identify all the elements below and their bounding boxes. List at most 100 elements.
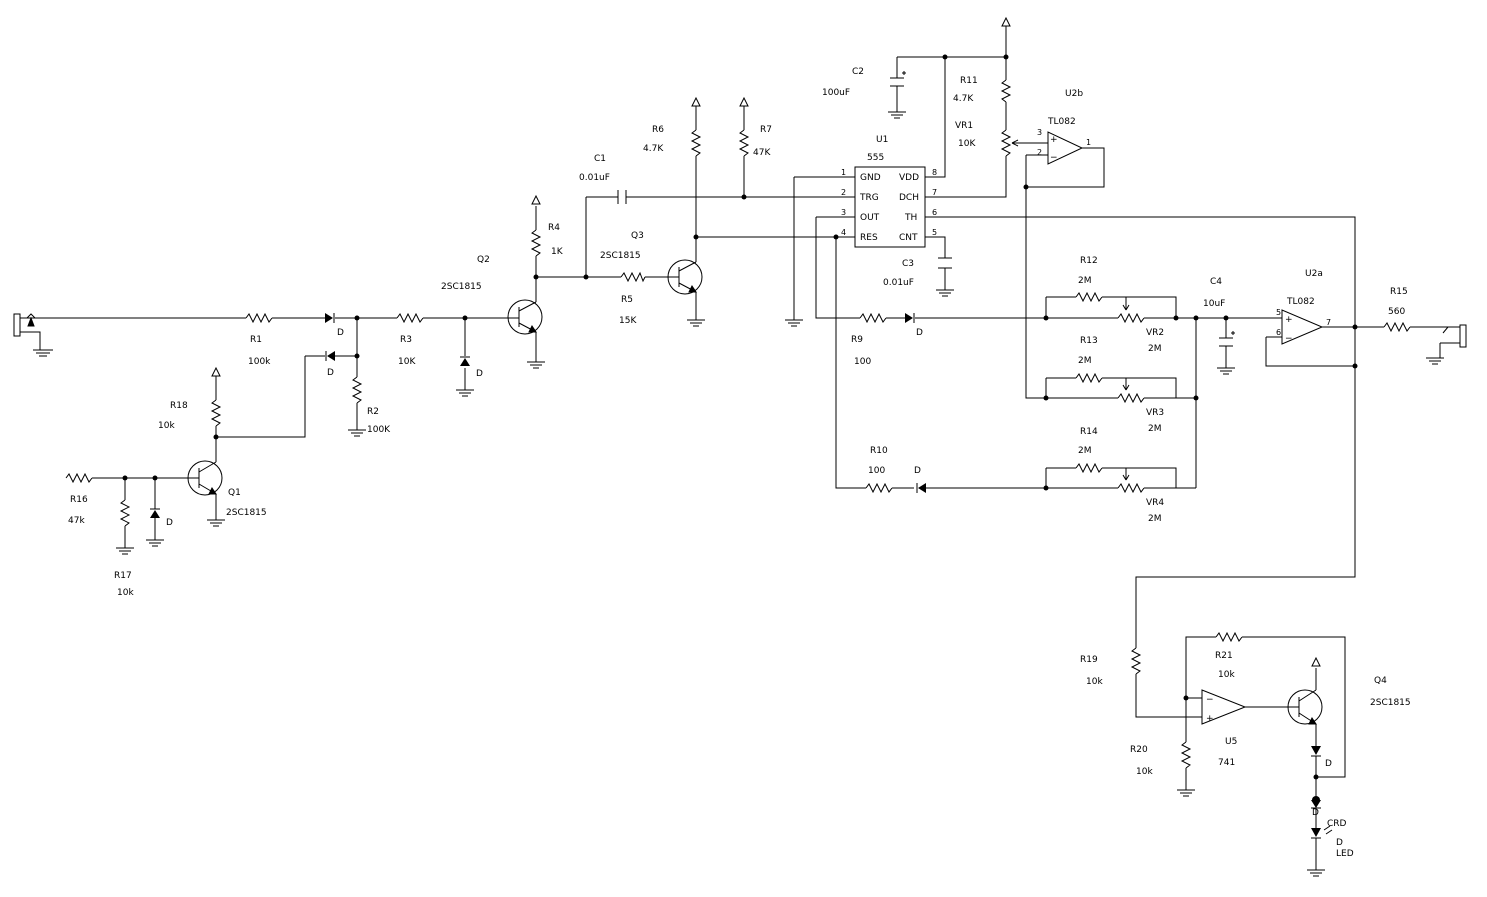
junction-dot	[533, 274, 539, 280]
label-r2-ref: R2	[367, 407, 379, 417]
label-vr2-ref: VR2	[1146, 328, 1164, 338]
diode-d2	[325, 351, 335, 361]
pin-name-cnt: CNT	[899, 233, 918, 243]
resistor-r12	[1075, 291, 1103, 303]
label-r12-value: 2M	[1078, 276, 1092, 286]
label-r7-ref: R7	[760, 125, 772, 135]
resistor-r6	[690, 129, 702, 157]
label-q4-value: 2SC1815	[1370, 698, 1411, 708]
ic-555: GND TRG OUT RES VDD DCH TH CNT 1 2 3 4 8…	[838, 166, 942, 248]
supply-symbols	[211, 16, 1321, 667]
label-u2b-ref: U2b	[1065, 89, 1083, 99]
label-diode-zener1: D	[476, 369, 483, 379]
label-r6-value: 4.7K	[643, 144, 664, 154]
ground-symbol	[527, 361, 545, 369]
vcc-arrow	[739, 96, 749, 107]
vcc-arrow	[211, 366, 221, 377]
resistors	[65, 79, 1411, 769]
junction-dot	[354, 315, 360, 321]
junction-dot	[1193, 315, 1199, 321]
label-vr3-ref: VR3	[1146, 408, 1164, 418]
capacitors	[617, 71, 1235, 347]
label-q4-ref: Q4	[1374, 676, 1387, 686]
label-vr4-ref: VR4	[1146, 498, 1164, 508]
label-r21-value: 10k	[1218, 670, 1235, 680]
junction-dot	[1352, 363, 1358, 369]
pin-name-gnd: GND	[860, 173, 881, 183]
label-vr4-value: 2M	[1148, 514, 1162, 524]
resistor-r18	[210, 399, 222, 427]
svg-text:−: −	[1285, 334, 1293, 344]
svg-text:3: 3	[1037, 128, 1042, 137]
junction-dot	[1223, 315, 1229, 321]
label-r10-value: 100	[868, 466, 885, 476]
resistor-r21	[1215, 631, 1243, 643]
resistor-r2	[351, 376, 363, 404]
ground-symbol	[687, 319, 705, 327]
transistor-q3	[667, 259, 703, 295]
label-q2-ref: Q2	[477, 255, 490, 265]
pin-number-3: 3	[841, 208, 846, 217]
transistor-q2	[506, 299, 543, 335]
label-r20-value: 10k	[1136, 767, 1153, 777]
label-r18-value: 10k	[158, 421, 175, 431]
label-u1-ref: U1	[876, 135, 888, 145]
label-q3-value: 2SC1815	[600, 251, 641, 261]
resistor-r20	[1180, 741, 1192, 769]
label-r21-ref: R21	[1215, 651, 1233, 661]
label-u2a-value: TL082	[1286, 297, 1315, 307]
label-r18-ref: R18	[170, 401, 188, 411]
resistor-r4	[530, 229, 542, 257]
ground-symbol	[936, 289, 954, 297]
ground-symbols	[33, 111, 1444, 877]
label-q1-ref: Q1	[228, 488, 241, 498]
label-r6-ref: R6	[652, 125, 664, 135]
label-r9-ref: R9	[851, 335, 863, 345]
label-r2-value: 100K	[367, 425, 391, 435]
output-jack	[1439, 324, 1467, 358]
junction-dot	[1003, 54, 1009, 60]
ground-symbol	[1217, 367, 1235, 375]
pin-number-6: 6	[932, 208, 937, 217]
resistor-r7	[738, 129, 750, 157]
label-r7-value: 47K	[753, 148, 771, 158]
svg-text:2: 2	[1037, 148, 1042, 157]
capacitor-c2	[890, 77, 904, 87]
label-led: LED	[1336, 849, 1354, 859]
pin-name-dch: DCH	[899, 193, 919, 203]
resistor-r14	[1075, 462, 1103, 474]
label-vr2-value: 2M	[1148, 344, 1162, 354]
diode-d1	[325, 313, 335, 323]
component-labels: R1 100k R3 10K R2 100K R18 10k R16 47k R…	[68, 67, 1411, 859]
label-r13-value: 2M	[1078, 356, 1092, 366]
diode-d4	[916, 483, 926, 493]
svg-text:−: −	[1050, 153, 1058, 163]
label-c4-value: 10uF	[1203, 299, 1225, 309]
pin-number-1: 1	[841, 168, 846, 177]
resistor-r1	[245, 312, 273, 324]
diode-d-zener2	[150, 478, 160, 540]
ground-symbol	[33, 348, 53, 357]
label-r17-ref: R17	[114, 571, 132, 581]
label-r11-value: 4.7K	[953, 94, 974, 104]
junction-dot	[1043, 315, 1049, 321]
opamp-u2a: + − 5 6 7	[1276, 308, 1331, 345]
ground-symbol	[1177, 789, 1195, 797]
junction-dot	[1183, 695, 1189, 701]
transistor-q1	[92, 460, 223, 520]
label-r13-ref: R13	[1080, 336, 1098, 346]
svg-text:+: +	[1285, 315, 1293, 325]
label-diode-crd: D	[1312, 808, 1319, 818]
ground-symbol	[1426, 357, 1444, 365]
label-u5-ref: U5	[1225, 737, 1237, 747]
label-r11-ref: R11	[960, 76, 978, 86]
capacitor-c1	[617, 190, 627, 204]
resistor-r17	[119, 499, 131, 527]
label-r15-value: 560	[1388, 307, 1405, 317]
svg-text:6: 6	[1276, 328, 1281, 337]
junction-dot	[462, 315, 468, 321]
label-r17-value: 10k	[117, 588, 134, 598]
svg-text:+: +	[1206, 714, 1214, 724]
pin-number-8: 8	[932, 168, 937, 177]
label-u1-value: 555	[867, 153, 884, 163]
